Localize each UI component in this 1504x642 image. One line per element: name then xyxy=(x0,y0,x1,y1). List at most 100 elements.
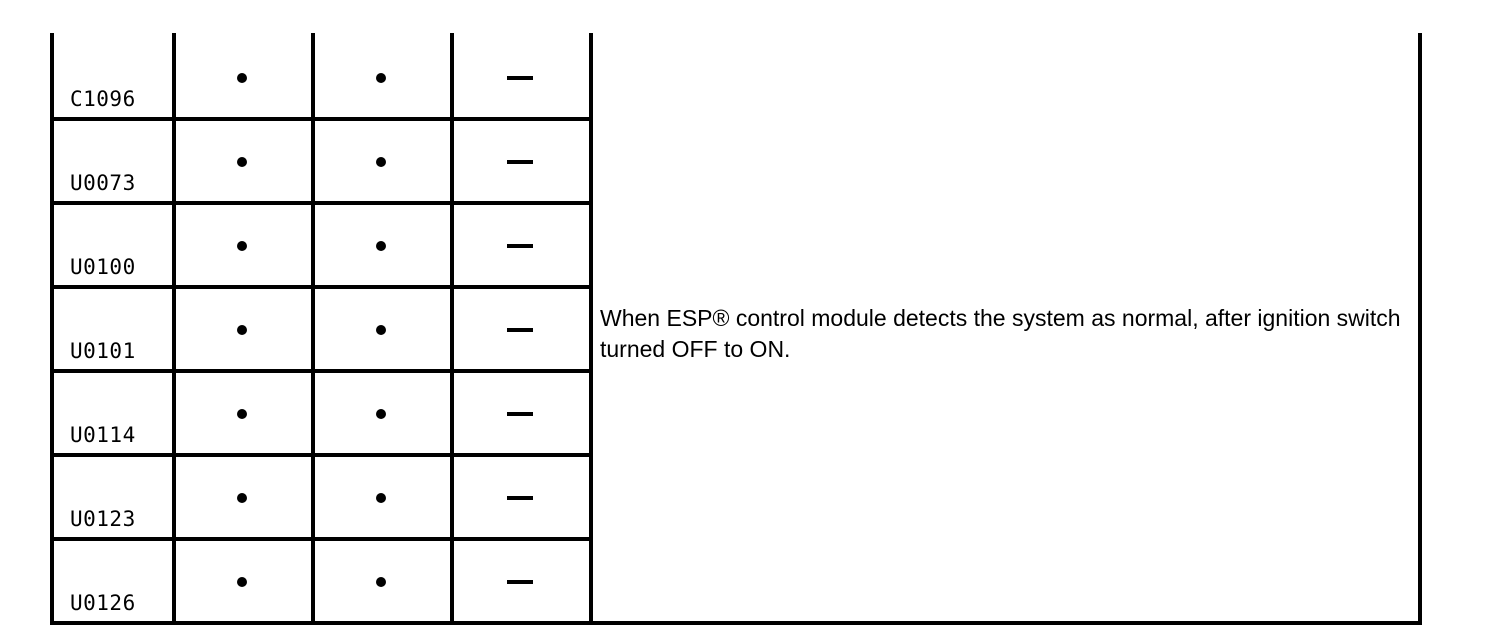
table-border-left xyxy=(50,33,54,625)
mark-cell-1 xyxy=(172,33,311,117)
dtc-code-cell: U0100 xyxy=(50,201,172,285)
mark-cell-2 xyxy=(311,369,450,453)
mark-cell-3 xyxy=(450,201,589,285)
em-dash-icon xyxy=(506,76,533,80)
row-divider xyxy=(50,201,593,205)
bullet-dot-icon xyxy=(375,73,386,83)
dtc-code-cell: U0123 xyxy=(50,453,172,537)
em-dash-icon xyxy=(506,244,533,248)
table-row: U0073 xyxy=(50,117,593,201)
mark-cell-2 xyxy=(311,285,450,369)
bullet-dot-icon xyxy=(375,157,386,167)
mark-inner-2 xyxy=(311,201,450,285)
mark-inner-1 xyxy=(172,201,311,285)
em-dash-icon xyxy=(506,412,533,416)
mark-inner-1 xyxy=(172,453,311,537)
mark-inner-3 xyxy=(450,369,589,453)
bullet-dot-icon xyxy=(236,493,247,503)
em-dash-icon xyxy=(506,160,533,164)
mark-inner-3 xyxy=(450,537,589,621)
dtc-code-cell: U0101 xyxy=(50,285,172,369)
mark-inner-3 xyxy=(450,285,589,369)
bullet-dot-icon xyxy=(375,493,386,503)
table-row: U0101 xyxy=(50,285,593,369)
em-dash-icon xyxy=(506,496,533,500)
table-row: U0126 xyxy=(50,537,593,621)
bullet-dot-icon xyxy=(236,409,247,419)
mark-inner-2 xyxy=(311,117,450,201)
mark-cell-3 xyxy=(450,33,589,117)
mark-cell-1 xyxy=(172,117,311,201)
mark-cell-2 xyxy=(311,33,450,117)
mark-inner-2 xyxy=(311,369,450,453)
row-divider xyxy=(50,369,593,373)
mark-cell-1 xyxy=(172,537,311,621)
mark-inner-3 xyxy=(450,33,589,117)
table-row: U0114 xyxy=(50,369,593,453)
mark-cell-3 xyxy=(450,369,589,453)
mark-inner-2 xyxy=(311,285,450,369)
em-dash-icon xyxy=(506,328,533,332)
dtc-code-cell: U0126 xyxy=(50,537,172,621)
dtc-code-label: U0100 xyxy=(70,255,136,279)
dtc-code-cell: U0073 xyxy=(50,117,172,201)
mark-cell-2 xyxy=(311,201,450,285)
bullet-dot-icon xyxy=(375,409,386,419)
mark-cell-2 xyxy=(311,453,450,537)
em-dash-icon xyxy=(506,580,533,584)
row-divider xyxy=(50,537,593,541)
mark-cell-3 xyxy=(450,285,589,369)
dtc-code-cell: C1096 xyxy=(50,33,172,117)
dtc-code-label: U0114 xyxy=(70,423,136,447)
bullet-dot-icon xyxy=(236,577,247,587)
table-border-right xyxy=(1418,33,1422,625)
bullet-dot-icon xyxy=(236,157,247,167)
mark-cell-3 xyxy=(450,453,589,537)
bullet-dot-icon xyxy=(375,241,386,251)
description-cell: When ESP® control module detects the sys… xyxy=(593,33,1418,625)
row-divider xyxy=(50,117,593,121)
mark-inner-2 xyxy=(311,537,450,621)
bullet-dot-icon xyxy=(236,325,247,335)
dtc-code-cell: U0114 xyxy=(50,369,172,453)
dtc-code-label: U0101 xyxy=(70,339,136,363)
table-border-bottom xyxy=(50,621,1422,625)
mark-cell-1 xyxy=(172,369,311,453)
bullet-dot-icon xyxy=(375,325,386,335)
column-divider-4 xyxy=(589,33,593,625)
mark-inner-3 xyxy=(450,201,589,285)
mark-inner-2 xyxy=(311,453,450,537)
table-row: U0123 xyxy=(50,453,593,537)
mark-cell-3 xyxy=(450,117,589,201)
mark-inner-1 xyxy=(172,369,311,453)
description-text: When ESP® control module detects the sys… xyxy=(600,305,1401,362)
bullet-dot-icon xyxy=(236,73,247,83)
mark-cell-1 xyxy=(172,201,311,285)
mark-inner-3 xyxy=(450,453,589,537)
mark-inner-1 xyxy=(172,117,311,201)
table-row: U0100 xyxy=(50,201,593,285)
mark-cell-2 xyxy=(311,537,450,621)
mark-inner-2 xyxy=(311,33,450,117)
table-row: C1096 xyxy=(50,33,593,117)
column-divider-2 xyxy=(311,33,315,625)
column-divider-3 xyxy=(450,33,454,625)
row-divider xyxy=(50,453,593,457)
mark-cell-1 xyxy=(172,453,311,537)
dtc-code-label: U0123 xyxy=(70,507,136,531)
mark-cell-1 xyxy=(172,285,311,369)
dtc-code-label: U0073 xyxy=(70,171,136,195)
dtc-code-label: U0126 xyxy=(70,591,136,615)
mark-inner-3 xyxy=(450,117,589,201)
row-divider xyxy=(50,285,593,289)
mark-inner-1 xyxy=(172,285,311,369)
column-divider-1 xyxy=(172,33,176,625)
mark-inner-1 xyxy=(172,537,311,621)
bullet-dot-icon xyxy=(236,241,247,251)
bullet-dot-icon xyxy=(375,577,386,587)
mark-cell-2 xyxy=(311,117,450,201)
dtc-code-label: C1096 xyxy=(70,87,136,111)
mark-inner-1 xyxy=(172,33,311,117)
